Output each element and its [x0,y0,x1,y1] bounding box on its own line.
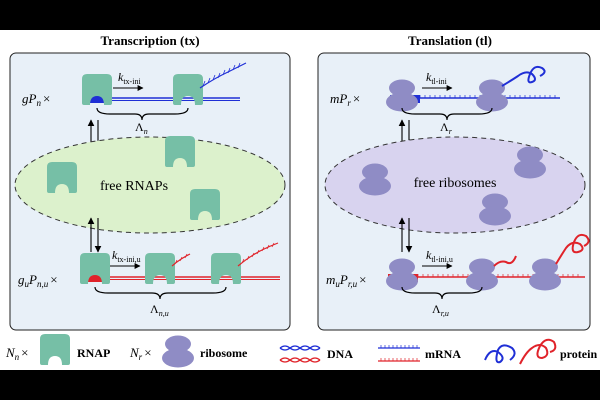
legend-mrna-icon [378,345,420,362]
transcription-title: Transcription (tx) [100,33,199,48]
tx-top-mrna-ticks [202,62,241,87]
legend-ribosome-label: ribosome [200,346,248,360]
legend-dna-label: DNA [327,347,353,361]
tl-bottom-spacing-brace [401,286,483,300]
transcription-panel: Transcription (tx) gPn× ktx-ini Λn free … [9,33,291,331]
tx-top-promoter [82,95,112,103]
tl-bottom-ribosome-1 [386,258,418,291]
tl-bottom-protein-1 [493,255,517,267]
free-ribosome-1 [514,146,546,179]
tx-bottom-mrna-2-ticks [241,242,275,264]
legend: Nn× RNAP Nr× ribosome DNA mRNA protein [5,334,597,368]
tx-bottom-promoter [80,274,110,282]
tx-top-spacing-label: Λn [135,120,148,136]
legend-rnap-count: Nn× [5,345,29,362]
figure-svg: Transcription (tx) gPn× ktx-ini Λn free … [5,33,597,368]
tl-bottom-spacing-label: Λr,u [432,302,449,318]
tl-bottom-protein-2 [555,233,590,265]
tl-top-rate-label: ktl-ini [426,70,448,86]
tx-bottom-rate-label: ktx-ini,u [112,248,141,264]
free-rnap-label: free RNAPs [100,179,168,194]
tl-top-protein [501,65,546,87]
legend-protein-label: protein [560,347,597,361]
legend-dna-icon [279,345,321,363]
legend-protein-icon [484,338,557,365]
free-ribosome-pool [324,136,586,234]
tl-top-spacing-label: Λr [440,120,453,136]
tl-top-mrna-label: mPr× [330,91,360,108]
legend-ribosome-icon [162,335,194,368]
tx-top-rate-label: ktx-ini [118,70,141,86]
figure-canvas: Transcription (tx) gPn× ktx-ini Λn free … [0,30,600,370]
legend-rnap-label: RNAP [77,346,110,360]
legend-mrna-label: mRNA [425,347,461,361]
free-ribosome-3 [479,193,511,226]
tl-bottom-mrna-label: muPr,u× [326,272,366,289]
free-ribosome-2 [359,163,391,196]
legend-ribosome-count: Nr× [129,345,152,362]
translation-panel: Translation (tl) mPr× ktl-ini Λr free ri… [317,33,591,331]
tx-top-gene-label: gPn× [22,91,50,108]
tl-top-ribosome-1 [386,79,418,112]
translation-title: Translation (tl) [408,33,492,48]
tx-bottom-spacing-brace [94,286,227,300]
free-ribosome-label: free ribosomes [414,176,497,191]
tl-bottom-rate-label: ktl-ini,u [426,248,453,264]
legend-rnap-icon [40,334,70,365]
tx-top-spacing-brace [96,107,189,121]
tl-bottom-ribosome-2 [466,258,498,291]
tx-bottom-gene-label: guPn,u× [18,272,58,289]
tx-bottom-spacing-label: Λn,u [150,302,169,318]
tl-top-spacing-brace [401,107,493,121]
tx-bottom-mrna-1-ticks [174,253,188,265]
